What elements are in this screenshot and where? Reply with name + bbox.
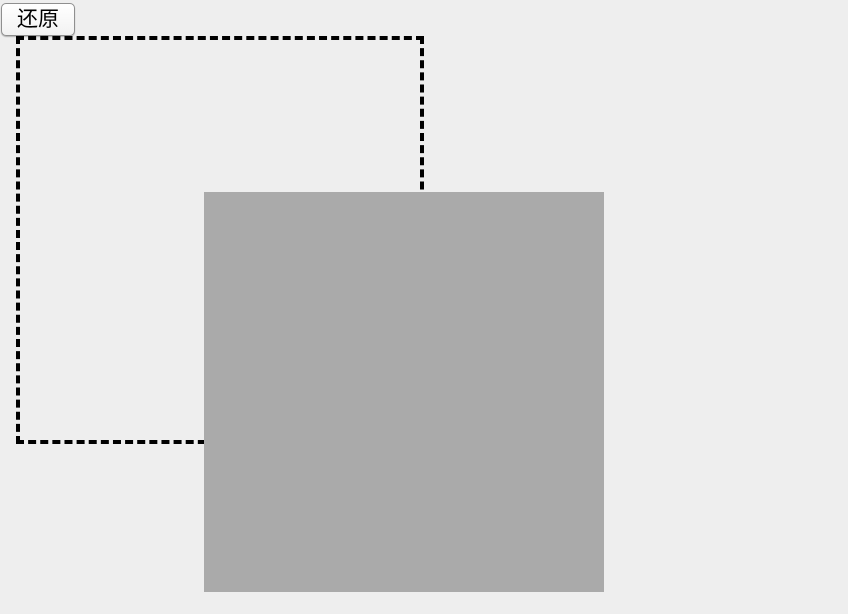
reset-button[interactable]: 还原 — [1, 3, 75, 36]
draggable-box[interactable] — [204, 192, 604, 592]
